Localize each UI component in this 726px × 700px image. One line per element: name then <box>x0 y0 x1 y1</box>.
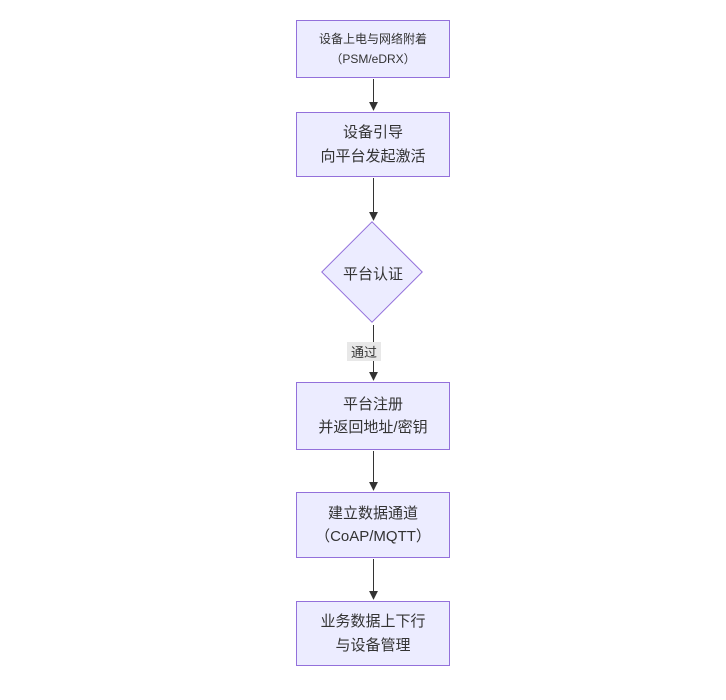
node-data-channel: 建立数据通道 （CoAP/MQTT） <box>296 492 450 558</box>
node-label-line: 平台注册 <box>342 395 403 413</box>
node-platform-auth: 平台认证 <box>321 221 424 324</box>
node-device-power-attach: 设备上电与网络附着 （PSM/eDRX） <box>296 20 450 78</box>
node-label-line: 设备引导 <box>342 124 403 142</box>
node-business-data: 业务数据上下行 与设备管理 <box>296 601 450 666</box>
node-label-line: 平台认证 <box>342 265 403 283</box>
node-label-line: 向平台发起激活 <box>320 147 426 165</box>
node-label-line: （PSM/eDRX） <box>330 52 416 66</box>
node-label-line: 并返回地址/密钥 <box>318 419 428 436</box>
node-label-line: 建立数据通道 <box>327 504 418 522</box>
edge-label-pass: 通过 <box>347 342 382 361</box>
node-label-line: 与设备管理 <box>335 636 411 654</box>
node-device-bootstrap: 设备引导 向平台发起激活 <box>296 112 450 177</box>
node-label-line: 业务数据上下行 <box>320 613 426 631</box>
node-platform-register: 平台注册 并返回地址/密钥 <box>296 382 450 450</box>
node-label-line: 设备上电与网络附着 <box>318 31 427 46</box>
node-label-line: （CoAP/MQTT） <box>315 528 431 545</box>
